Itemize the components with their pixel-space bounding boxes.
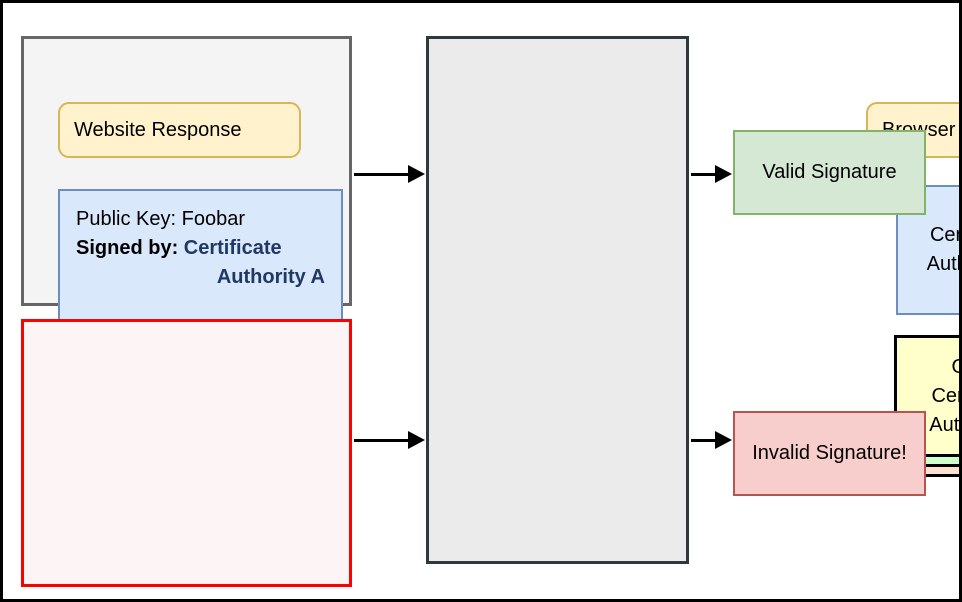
other-cas-line-1: Other — [951, 353, 959, 382]
arrow-head-icon — [408, 165, 425, 183]
arrow-invalid-response-to-browser — [354, 430, 425, 450]
invalid-response-group: Website Response Public Key: Malicious S… — [21, 319, 352, 587]
valid-signature-result: Valid Signature — [733, 130, 926, 215]
arrow-head-icon — [715, 165, 732, 183]
arrow-head-icon — [715, 431, 732, 449]
valid-signed-by-label: Signed by: — [76, 237, 179, 259]
arrow-shaft-icon — [354, 438, 410, 442]
arrow-browser-to-invalid-result — [691, 430, 732, 450]
trusted-ca-line-2: Authority A — [926, 253, 959, 275]
arrow-shaft-icon — [354, 172, 410, 176]
valid-signed-by-line: Signed by: Certificate — [76, 234, 325, 263]
valid-public-key-line: Public Key: Foobar — [76, 208, 245, 230]
valid-certificate-card: Public Key: Foobar Signed by: Certificat… — [58, 189, 343, 321]
arrow-head-icon — [408, 431, 425, 449]
valid-authority-name-part1: Certificate — [183, 237, 282, 259]
arrow-shaft-icon — [691, 438, 717, 442]
arrow-valid-response-to-browser — [354, 164, 425, 184]
browser-group: Browser Certificate Authority A Other Ce… — [426, 36, 959, 564]
arrow-shaft-icon — [691, 172, 717, 176]
arrow-browser-to-valid-result — [691, 164, 732, 184]
other-cas-line-3: Authorities — [929, 413, 960, 436]
valid-response-group: Website Response Public Key: Foobar Sign… — [21, 36, 352, 321]
invalid-signature-result: Invalid Signature! — [733, 411, 926, 496]
valid-website-response-label: Website Response — [58, 102, 301, 158]
trusted-ca-line-1: Certificate — [929, 224, 962, 246]
other-cas-line-2: Certificate — [931, 384, 959, 407]
valid-authority-name-part2: Authority A — [216, 266, 325, 288]
